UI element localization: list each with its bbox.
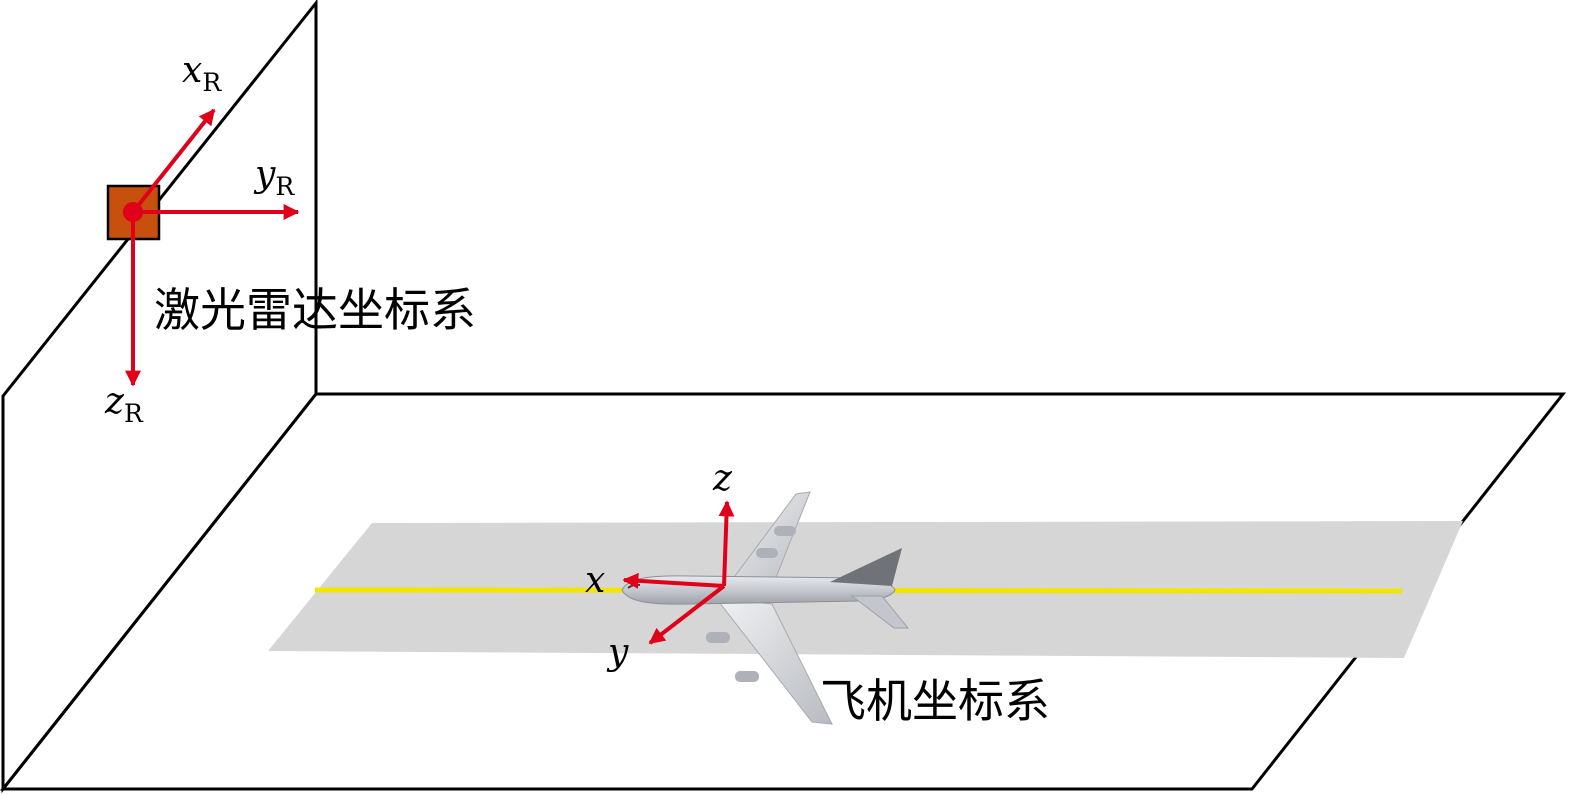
- lidar-x-axis-label: xR: [182, 50, 222, 97]
- ground-plane: [0, 392, 1567, 791]
- aircraft-y-axis-label: y: [606, 632, 629, 673]
- aircraft-vertical-tail: [830, 548, 902, 586]
- aircraft-z-axis-label: z: [712, 458, 733, 499]
- lidar-z-axis-label: zR: [104, 381, 144, 428]
- aircraft-y-axis-arrow: [648, 584, 726, 645]
- lidar-x-axis-arrow: [131, 108, 216, 214]
- aircraft-x-axis-label: x: [585, 560, 605, 601]
- vertical-wall-plane: [1, 0, 318, 794]
- aircraft-engine: [706, 632, 730, 643]
- aircraft-engine: [774, 526, 796, 536]
- aircraft-x-axis-arrow: [622, 572, 725, 589]
- lidar-coordinate-system-label: 激光雷达坐标系: [154, 283, 476, 337]
- aircraft-horizontal-stabilizer: [850, 595, 910, 629]
- lidar-y-axis-label: yR: [253, 154, 295, 201]
- aircraft-engine: [756, 548, 778, 558]
- aircraft-z-axis-arrow: [718, 500, 735, 587]
- aircraft-engine: [735, 671, 759, 682]
- aircraft-coordinate-system-label: 飞机坐标系: [820, 674, 1050, 728]
